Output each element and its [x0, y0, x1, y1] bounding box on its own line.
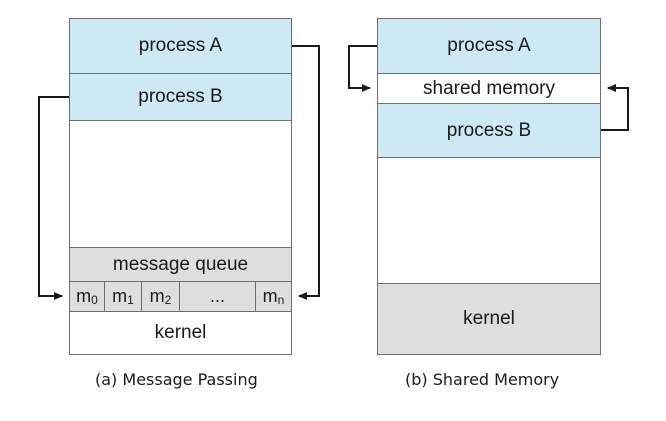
sm-process-b: process B: [377, 103, 601, 158]
message-cell-sub: 1: [127, 292, 134, 307]
mp-process-b-label: process B: [138, 86, 223, 107]
message-cell-sub: 2: [164, 292, 172, 307]
message-cell-base: m: [149, 286, 165, 306]
sm-process-a: process A: [377, 18, 601, 74]
message-cell-sub: 0: [91, 292, 98, 307]
sm-kernel: kernel: [377, 283, 601, 355]
caption-text: Shared Memory: [432, 370, 560, 389]
arrow-process-b-to-shared: [601, 84, 629, 131]
caption-shared-memory: (b) Shared Memory: [405, 370, 559, 389]
sm-process-a-label: process A: [447, 35, 531, 56]
arrow-process-a-to-shared: [348, 45, 377, 92]
arrow-process-b-to-queue: [38, 96, 69, 300]
message-cell-base: m: [112, 286, 128, 306]
sm-process-b-label: process B: [446, 119, 532, 141]
shared-memory-label: shared memory: [423, 77, 555, 99]
message-cell-base: m: [262, 286, 278, 306]
mp-process-a: process A: [69, 18, 292, 74]
mp-process-a-label: process A: [138, 35, 223, 56]
caption-label: (a): [95, 370, 118, 389]
arrow-process-a-to-queue: [292, 45, 320, 300]
caption-message-passing: (a) Message Passing: [95, 370, 258, 389]
mp-kernel-label: kernel: [154, 322, 207, 343]
message-cell-base: ...: [209, 286, 225, 306]
sm-kernel-label: kernel: [463, 308, 515, 329]
message-cell-sub: n: [277, 292, 285, 307]
caption-label: (b): [405, 370, 428, 389]
caption-text: Message Passing: [122, 370, 258, 389]
message-queue-label: message queue: [112, 253, 249, 275]
message-cell-base: m: [76, 286, 92, 306]
mp-process-b: process B: [69, 73, 292, 121]
mp-kernel: kernel: [69, 311, 292, 355]
